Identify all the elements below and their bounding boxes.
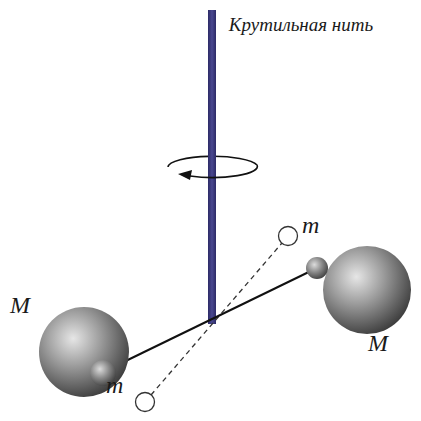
mass-label: m — [302, 212, 332, 238]
small-ball-outline — [279, 227, 298, 246]
big-ball — [323, 246, 411, 334]
torsion-thread — [208, 10, 216, 324]
mass-label: M — [10, 292, 44, 318]
mass-label: m — [106, 372, 136, 398]
caption-label: Крутильная нить — [226, 10, 376, 40]
dashed-rod — [151, 243, 282, 395]
rotation-arrow — [190, 165, 257, 177]
mass-label: M — [368, 330, 402, 356]
small-ball-outline — [136, 393, 155, 412]
rod — [103, 268, 317, 372]
small-ball — [306, 257, 328, 279]
arrow-head — [178, 170, 192, 180]
